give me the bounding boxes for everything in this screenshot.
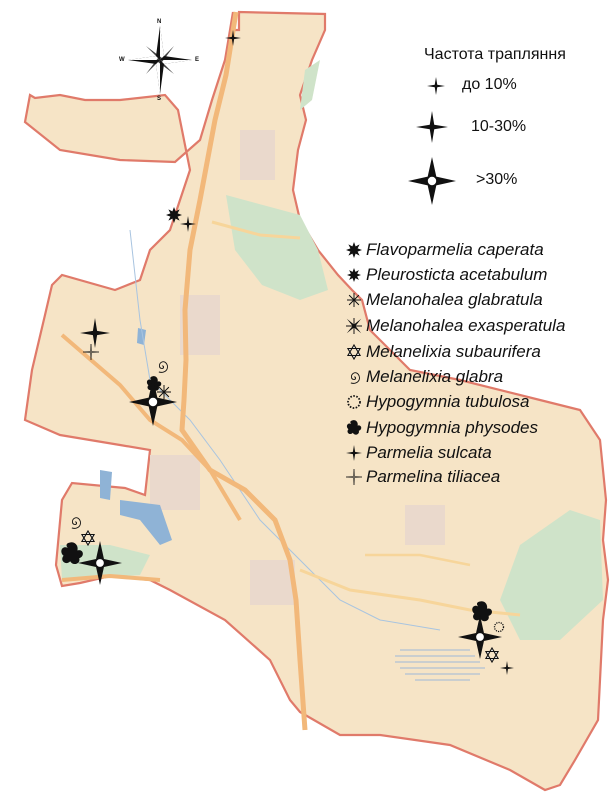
species-legend-item: Melanohalea glabratula <box>366 290 543 309</box>
city-block <box>250 560 295 605</box>
frequency-level-label: 10-30% <box>471 118 527 135</box>
compass-north-label: N <box>157 19 162 25</box>
road <box>365 553 471 567</box>
medium-star-icon <box>416 111 448 143</box>
species-legend-item: Melanelixia subaurifera <box>366 342 541 361</box>
compass-west-label: W <box>119 57 125 63</box>
small-star-icon <box>427 77 445 95</box>
species-legend-item: Flavoparmelia caperata <box>366 240 544 259</box>
city-block <box>240 130 275 180</box>
frequency-legend-title: Частота трапляння <box>424 46 566 63</box>
species-legend-item: Hypogymnia tubulosa <box>366 392 530 411</box>
hatched-area <box>395 649 485 681</box>
green-area <box>500 510 603 640</box>
green-area <box>226 195 328 300</box>
frequency-level-label: до 10% <box>462 76 517 93</box>
city-territory <box>23 10 610 792</box>
species-legend-item: Hypogymnia physodes <box>366 418 538 437</box>
water-body <box>100 470 112 500</box>
species-legend-item: Parmelia sulcata <box>366 443 492 462</box>
road <box>211 220 301 240</box>
x-star-icon <box>345 317 363 335</box>
species-legend-item: Pleurosticta acetabulum <box>366 265 548 284</box>
asterisk-icon <box>346 292 362 308</box>
compass-rose-icon <box>128 26 192 94</box>
main-road <box>179 11 308 731</box>
city-block <box>405 505 445 545</box>
road <box>61 573 161 582</box>
sunburst-icon <box>347 268 361 282</box>
water-body <box>120 500 172 545</box>
compass-south-label: S <box>157 96 162 102</box>
city-block <box>150 455 200 510</box>
species-legend-item: Parmelina tiliacea <box>366 467 501 486</box>
compass-east-label: E <box>195 57 200 63</box>
sunburst-icon <box>346 242 362 258</box>
frequency-level-label: >30% <box>476 171 518 188</box>
species-legend-item: Melanohalea exasperatula <box>366 316 566 335</box>
map-marker <box>156 384 172 400</box>
road <box>60 333 242 522</box>
large-star-icon <box>407 156 457 206</box>
green-area <box>300 60 320 110</box>
species-legend-item: Melanelixia glabra <box>366 367 504 386</box>
